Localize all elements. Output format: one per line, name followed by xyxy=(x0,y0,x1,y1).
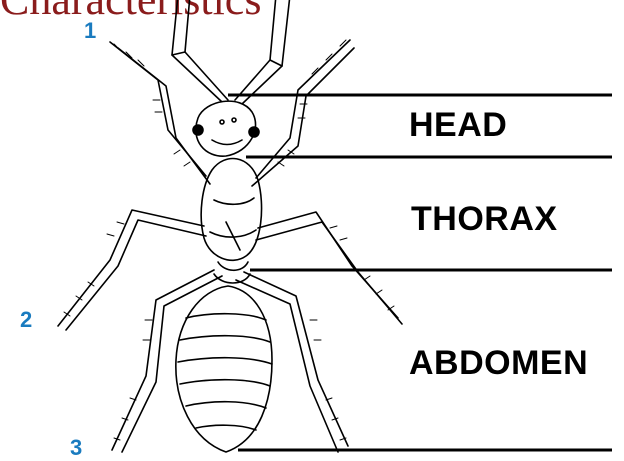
head xyxy=(193,101,259,156)
abdomen-label: ABDOMEN xyxy=(409,346,588,380)
marker-3: 3 xyxy=(70,437,82,459)
thorax-label: THORAX xyxy=(411,202,558,236)
abdomen xyxy=(176,286,272,452)
head-label: HEAD xyxy=(409,108,507,142)
antennae xyxy=(172,0,290,104)
marker-2: 2 xyxy=(20,309,32,331)
thorax xyxy=(201,159,261,283)
marker-1: 1 xyxy=(84,20,96,42)
label-lines xyxy=(228,95,612,450)
